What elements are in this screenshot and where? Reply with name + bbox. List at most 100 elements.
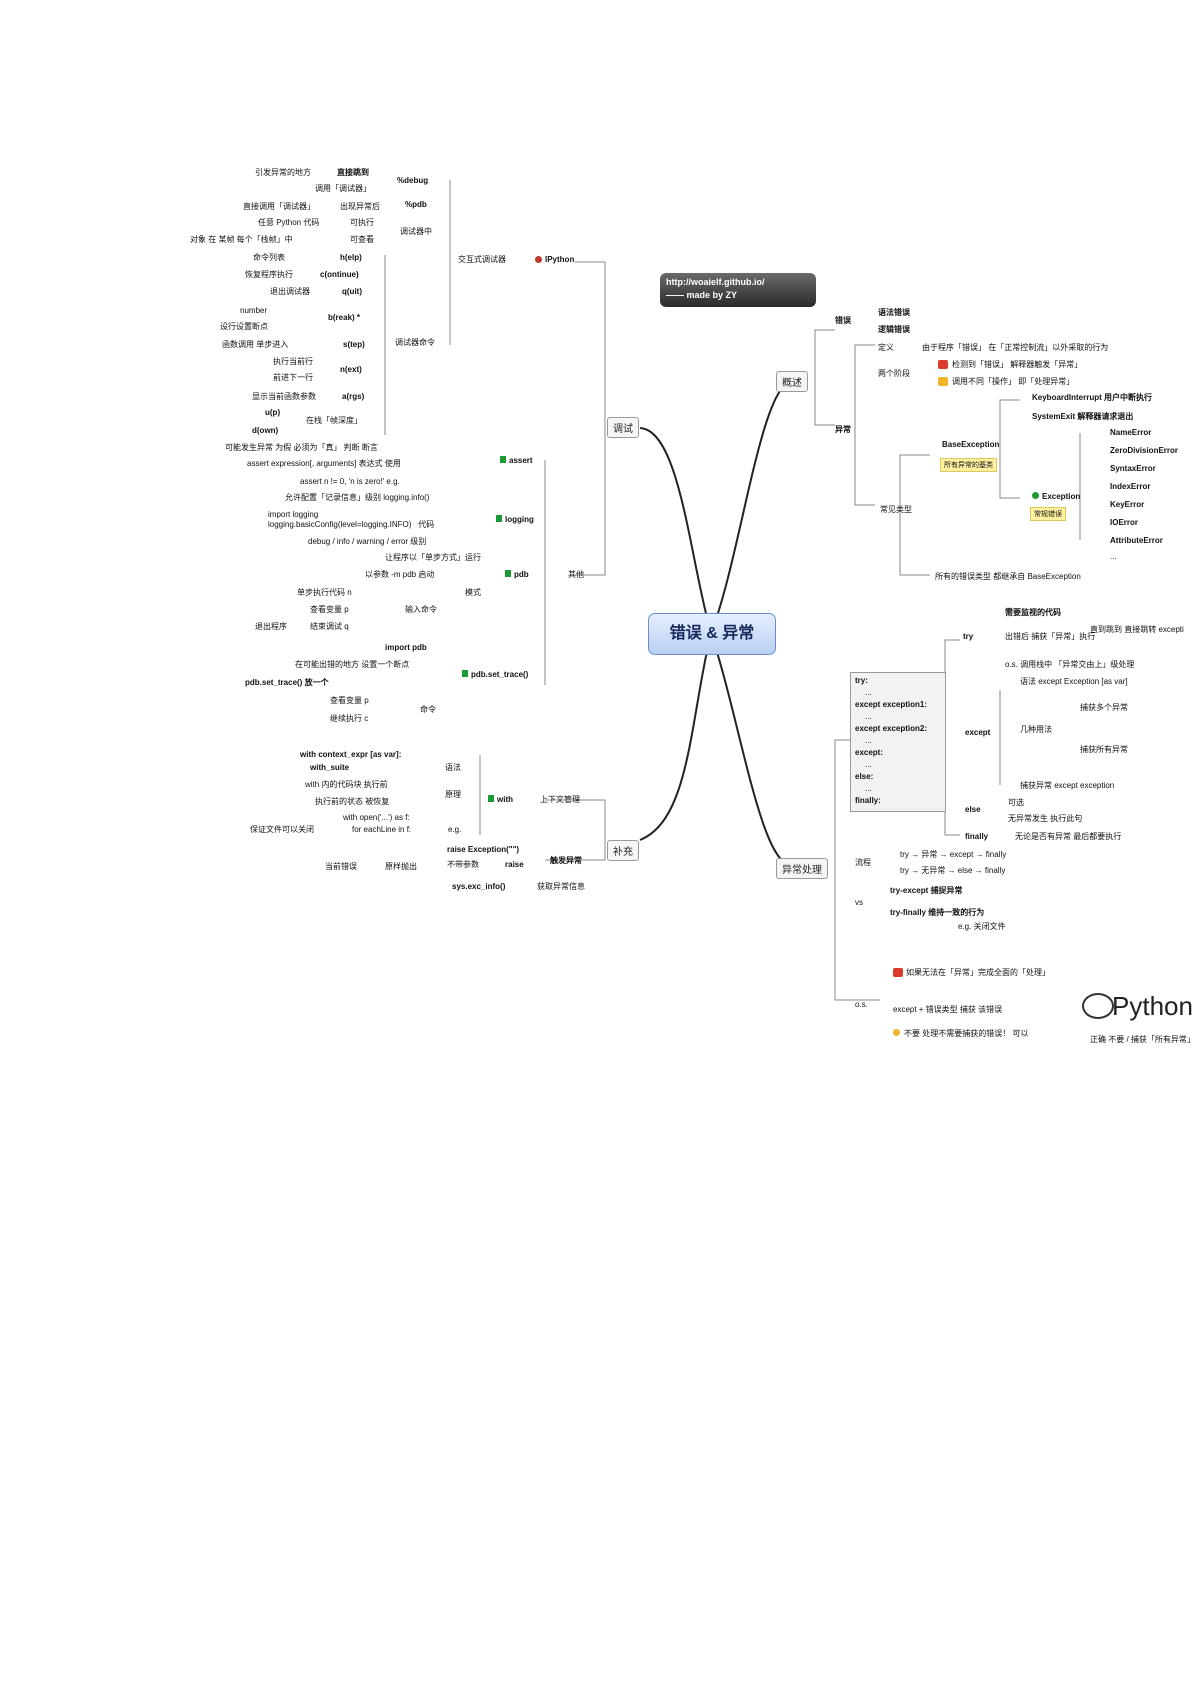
sys-exc-info-desc: 获取异常信息 (537, 882, 585, 891)
exception-node: Exception (1042, 492, 1081, 501)
pdb-item-2: 以参数 -m pdb 启动 (365, 570, 435, 579)
try-node: try (963, 632, 974, 641)
debugger-commands-label: 调试器命令 (395, 338, 435, 347)
star-icon (1032, 492, 1039, 499)
two-stage-label: 两个阶段 (878, 369, 910, 378)
cmd-help: h(elp) (340, 253, 362, 262)
logging-item-3: debug / info / warning / error 级别 (308, 537, 427, 546)
except-item-1: 语法 except Exception [as var] (1020, 677, 1128, 686)
trace-item-5: 继续执行 c (330, 714, 369, 723)
assert-item-1: 可能发生异常 为假 必须为「真」 判断 断言 (225, 443, 378, 452)
os-label: o.s. (855, 1000, 868, 1009)
logging-item-1: 允许配置「记录信息」级别 logging.info() (285, 493, 430, 502)
branch-debug[interactable]: 调试 (607, 417, 639, 438)
except-node: except (965, 728, 991, 737)
except-item-4: 捕获所有异常 (1080, 745, 1128, 754)
trace-item-1: import pdb (385, 643, 427, 652)
code-line-10: ... (865, 784, 872, 793)
cmd-step: s(tep) (343, 340, 365, 349)
assert-node[interactable]: assert (509, 456, 533, 465)
vs-label: vs (855, 898, 863, 907)
except-item-2: 几种用法 (1020, 725, 1052, 734)
finally-item-1: 无论是否有异常 最后都要执行 (1015, 832, 1122, 841)
ipy-debug-a: 引发异常的地方 (255, 168, 311, 177)
ipy-debug-key: %debug (397, 176, 429, 185)
pdb-item-8: 输入命令 (405, 605, 437, 614)
flow-item-2: try → 无异常 → else → finally (900, 866, 1006, 875)
pdb-item-6: 退出程序 (255, 622, 287, 631)
sys-exc-info: sys.exc_info() (452, 882, 506, 891)
err-io: IOError (1110, 518, 1139, 527)
cmd-quit-desc: 退出调试器 (270, 287, 310, 296)
raise-item-5: 原样抛出 (385, 862, 417, 871)
try-item-1: 需要监视的代码 (1005, 608, 1061, 617)
with-item-1: with context_expr [as var]: (300, 750, 402, 759)
trace-item-4: 查看变量 p (330, 696, 369, 705)
stage-2: 调用不同「操作」 即「处理异常」 (952, 377, 1075, 386)
code-line-8: ... (865, 760, 872, 769)
vs-item-3: e.g. 关闭文件 (958, 922, 1006, 931)
cmd-args: a(rgs) (342, 392, 365, 401)
try-item-3: 直到跳到 直接跳转 excepti (1090, 625, 1184, 634)
try-block (850, 672, 946, 812)
pdb-item-5: 结束调试 q (310, 622, 349, 631)
code-line-6: ... (865, 736, 872, 745)
author-badge: http://woaielf.github.io/ —— made by ZY (660, 273, 816, 307)
with-item-7: 保证文件可以关闭 (250, 825, 314, 834)
pdb-item-1: 让程序以「单步方式」运行 (385, 553, 481, 562)
overview-exception: 异常 (835, 425, 851, 434)
raise-title: 触发异常 (550, 856, 582, 865)
flag-icon (505, 570, 511, 577)
logging-item-2: import logging logging.basicConfig(level… (268, 510, 435, 529)
cmd-down: d(own) (252, 426, 279, 435)
exception-note: 常规错误 (1030, 507, 1066, 521)
with-item-5: with open('...') as f: (343, 813, 410, 822)
trace-item-6: 命令 (420, 705, 436, 714)
code-line-9: else: (855, 772, 874, 781)
ipython-node[interactable]: IPython (545, 255, 575, 264)
else-item-1: 可选 (1008, 798, 1024, 807)
raise-item-3: raise (505, 860, 524, 869)
code-line-5: except exception2: (855, 724, 928, 733)
context-manager-label: 上下文管理 (540, 795, 580, 804)
other-label: 其他 (568, 570, 584, 579)
branch-handling[interactable]: 异常处理 (776, 858, 828, 879)
branch-overview[interactable]: 概述 (776, 371, 808, 392)
watermark: Python (1082, 985, 1192, 1025)
base-note: 所有异常的基类 (940, 458, 997, 472)
overview-error: 错误 (835, 316, 851, 325)
else-item-2: 无异常发生 执行此句 (1008, 814, 1083, 823)
code-line-7: except: (855, 748, 884, 757)
pdb-item-7: 模式 (465, 588, 481, 597)
cmd-break: b(reak) * (328, 313, 361, 322)
os-item-1: 如果无法在「异常」完成全面的「处理」 (906, 968, 1050, 977)
with-item-3: with 内的代码块 执行前 (305, 780, 388, 789)
trace-item-2: 在可能出错的地方 设置一个断点 (295, 660, 410, 669)
with-item-4: 执行前的状态 被恢复 (315, 797, 390, 806)
err-more: ... (1110, 552, 1117, 561)
vs-item-2: try-finally 维持一致的行为 (890, 908, 985, 917)
with-item-6: for eachLine in f: (352, 825, 412, 834)
pdb-node[interactable]: pdb (514, 570, 529, 579)
raise-item-2: 不带参数 (447, 860, 479, 869)
interactive-debugger-label: 交互式调试器 (458, 255, 506, 264)
system-exit: SystemExit 解释器请求退出 (1032, 412, 1134, 421)
cmd-args-desc: 显示当前函数参数 (252, 392, 316, 401)
try-item-2: 出错后 捕获「异常」执行 (1005, 632, 1096, 641)
with-node[interactable]: with (497, 795, 513, 804)
flag-icon (488, 795, 494, 802)
logging-node[interactable]: logging (505, 515, 534, 524)
pdb-set-trace-node[interactable]: pdb.set_trace() (471, 670, 529, 679)
warning-icon (893, 1029, 900, 1036)
ipy-call-a: 调用「调试器」 (315, 184, 371, 193)
branch-supplement[interactable]: 补充 (607, 840, 639, 861)
badge-url: http://woaielf.github.io/ (666, 277, 765, 287)
assert-item-2: assert expression[, arguments] 表达式 使用 (247, 459, 401, 468)
watermark-text: Python (1112, 991, 1192, 1021)
cmd-continue: c(ontinue) (320, 270, 359, 279)
def-label: 定义 (878, 343, 894, 352)
central-topic[interactable]: 错误 & 异常 (648, 613, 776, 655)
cmd-break-desc2: 设行设置断点 (220, 322, 268, 331)
